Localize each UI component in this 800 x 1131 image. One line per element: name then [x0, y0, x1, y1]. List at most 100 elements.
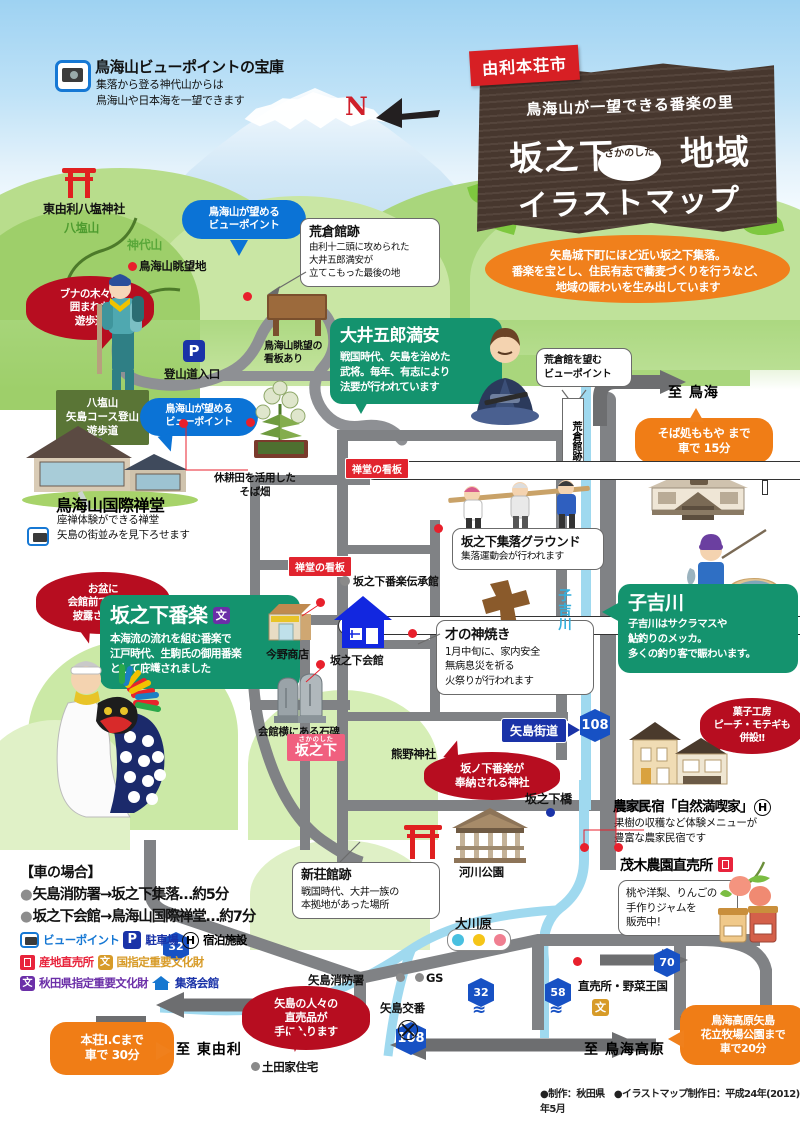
callout-jam: 桃や洋梨、りんごの 手作りジャムを 販売中！ — [618, 880, 738, 937]
top-callout-line2: 鳥海山や日本海を一望できます — [96, 94, 245, 107]
top-callout-title: 鳥海山ビューポイントの宝庫 — [95, 58, 284, 76]
map-dot — [246, 418, 255, 427]
legend-heading: 【車の場合】 — [20, 865, 102, 881]
legend-label-direct-sales: 産地直売所 — [39, 955, 94, 969]
farm-inn-line2: 豊富な農家民宿です — [614, 832, 706, 844]
national-culture-icon: 文 — [97, 954, 113, 970]
stone-monument-illustration — [274, 673, 326, 723]
label-higashiyuri-shrine: 東由利八塩神社 — [43, 202, 125, 216]
leader-line — [185, 424, 248, 471]
compass-north-label: N — [345, 92, 368, 121]
label-sakanoshita-bridge: 坂之下橋 — [525, 792, 572, 806]
map-dot — [396, 973, 405, 982]
road-segment — [337, 430, 348, 890]
map-dot — [179, 419, 188, 428]
road-segment — [348, 712, 568, 721]
bubble-tail — [668, 1030, 684, 1048]
legend-label-viewpoint: ビューポイント — [43, 933, 120, 947]
tag-zendo-signboard-2: 禅堂の看板 — [288, 556, 352, 577]
road-segment — [600, 400, 616, 870]
bubble-tail — [352, 398, 370, 414]
legend-route-1: 矢島消防署→坂之下集落…約5分 — [20, 883, 300, 904]
direct-sales-icon — [20, 954, 35, 970]
label-konno-store: 今野商店 — [266, 648, 309, 661]
callout-arakura-body: 由利十二頭に攻められた 大井五郎満安が 立てこもった最後の地 — [309, 242, 410, 279]
map-dot — [243, 292, 252, 301]
koyoshi-river — [581, 380, 591, 810]
label-yashioyama: 八塩山 — [64, 221, 100, 235]
map-dot — [614, 843, 623, 852]
camera-icon — [20, 932, 39, 948]
bubble-tail — [688, 408, 704, 422]
map-dot — [408, 629, 417, 638]
intro-oval — [485, 235, 790, 303]
direction-to-chokai: 至 鳥海 — [668, 385, 719, 401]
map-dot — [546, 808, 555, 817]
leader-lines — [583, 808, 644, 846]
direction-to-higashiyuri: 至 東由利 — [176, 1042, 242, 1058]
tug-of-war-illustration — [448, 480, 590, 532]
bubble-tail — [230, 240, 248, 256]
farm-inn-title: 農家民宿「自然満喫家」H — [613, 795, 771, 816]
compass-arrow-icon — [376, 98, 440, 128]
callout-ooi-body: 戦国時代、矢島を治めた 武将。毎年、有志により 法要が行われています — [340, 350, 451, 393]
yashio-trail-sign: 八塩山 矢島コース登山 遊歩道 — [56, 390, 149, 445]
parking-icon: P — [183, 340, 205, 362]
callout-arakura: 荒倉館跡 由利十二頭に攻められた 大井五郎満安が 立てこもった最後の地 — [300, 218, 440, 287]
callout-leader-line — [417, 633, 441, 645]
camera-icon — [27, 527, 49, 546]
top-callout-line1: 集落から登る神代山からは — [96, 78, 224, 91]
map-dot — [316, 598, 325, 607]
route-shield-108a: 108 — [580, 709, 610, 742]
callout-leader-line — [268, 271, 307, 294]
community-hall-icon — [152, 976, 171, 990]
tag-arrow — [568, 723, 580, 737]
farm-inn-line1: 果樹の収穫など体験メニューが — [614, 817, 757, 829]
road-segment — [337, 430, 567, 441]
prefecture-culture-icon: 文 — [212, 607, 230, 625]
konno-store-illustration — [268, 604, 311, 641]
motegi-title: 茂木農園直売所 — [620, 855, 734, 875]
direction-to-chokai-kogen: 至 鳥海高原 — [584, 1042, 665, 1058]
viewpoint-bubble-1: 鳥海山が望める ビューポイント — [182, 200, 306, 239]
callout-shinjo: 新荘館跡 戦国時代、大井一族の 本拠地があった場所 — [292, 862, 440, 920]
label-community-hall: 坂之下会館 — [330, 654, 384, 667]
wavy-symbol-icon: ≈ — [549, 1000, 564, 1020]
label-koyoshi-river: 子吉川 — [555, 588, 571, 632]
label-tsuchida-house: 直売所・野菜王国 — [578, 979, 668, 993]
route-shield-32b: 32 — [468, 978, 494, 1007]
viewpoint-bubble-3: 荒倉館を望む ビューポイント — [536, 348, 632, 387]
map-dot — [434, 524, 443, 533]
zendo-building-illustration — [22, 426, 198, 510]
callout-sainokami-title: 才の神焼き — [445, 627, 511, 643]
callout-shinjo-title: 新荘館跡 — [301, 868, 352, 883]
road-tag-yashima: 矢島街道 — [501, 718, 568, 743]
legend-panel: 【車の場合】 矢島消防署→坂之下集落…約5分 坂之下会館→鳥海山国際禅堂…約7分… — [20, 862, 300, 991]
bubble-tail — [156, 1042, 172, 1060]
road-segment — [348, 545, 438, 554]
road-segment — [250, 475, 260, 625]
callout-arakura-title: 荒倉館跡 — [309, 225, 360, 240]
legend-row-2: 産地直売所 文 国指定重要文化財 — [20, 954, 300, 970]
legend-label-national: 国指定重要文化財 — [116, 955, 205, 969]
map-dot — [340, 576, 350, 586]
zendo-title: 鳥海山国際禅堂 — [56, 496, 165, 515]
legend-route-2: 坂之下会館→鳥海山国際禅堂…約7分 — [20, 905, 300, 926]
label-okawara: 大川原 — [455, 916, 492, 931]
wavy-symbol-icon: ≈ — [472, 1000, 487, 1020]
map-dot — [580, 843, 589, 852]
callout-koyoshi-title: 子吉川 — [628, 592, 684, 614]
bubble-honjo-ic: 本荘I.Cまで 車で 30分 — [50, 1022, 174, 1075]
parking-icon: P — [123, 931, 142, 949]
label-signboard: 鳥海山眺望の 看板あり — [264, 341, 323, 365]
hotel-icon: H — [753, 799, 771, 816]
bubble-kogen: 鳥海高原矢島 花立牧場公園まで 車で20分 — [680, 1005, 800, 1066]
label-kumano-shrine: 熊野神社 — [391, 747, 436, 761]
callout-ooi-title: 大井五郎満安 — [340, 326, 440, 346]
map-dot — [573, 957, 582, 966]
bubble-tail — [286, 1029, 306, 1053]
farm-inn-name: 農家民宿「自然満喫家」 — [613, 799, 754, 815]
label-jindaisan: 神代山 — [127, 238, 163, 252]
legend-label-parking: 駐車場 — [145, 933, 179, 947]
